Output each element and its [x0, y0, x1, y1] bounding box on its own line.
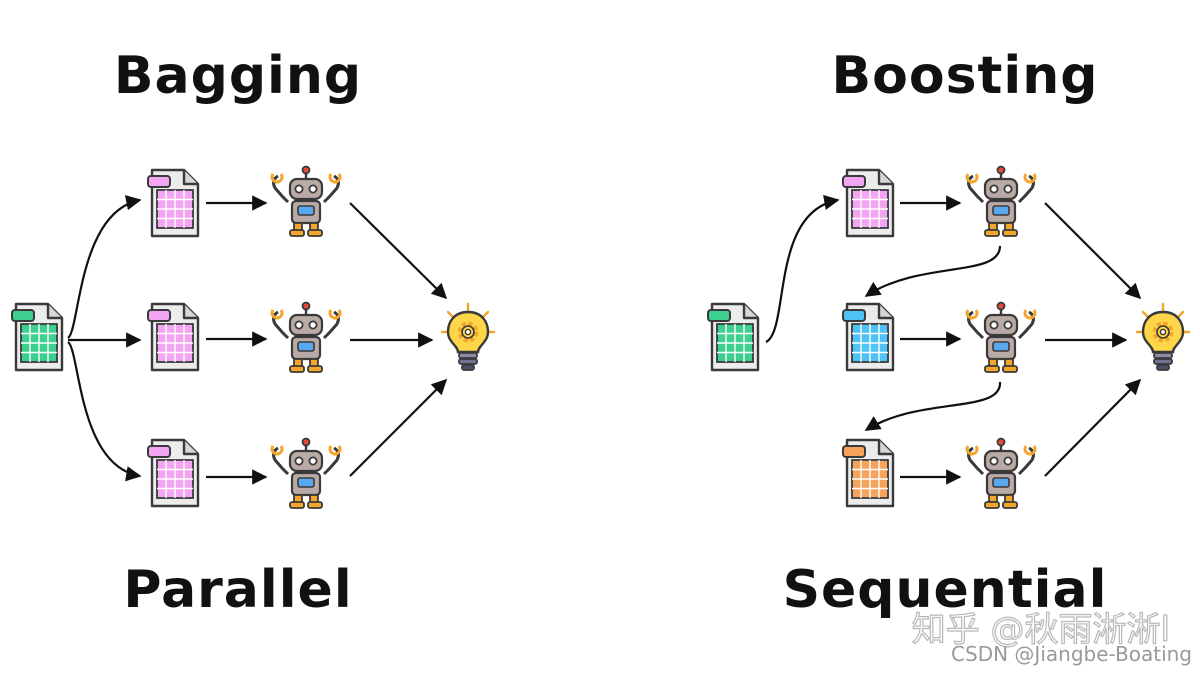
model-3-robot-icon — [270, 437, 342, 510]
zhihu-watermark: 知乎 @秋雨淅淅l — [911, 609, 1170, 650]
model-3-robot-icon — [965, 437, 1037, 510]
input-arrow — [765, 194, 840, 343]
bootstrap-sample-1-spreadsheet-icon — [146, 168, 200, 238]
bootstrap-sample-3-spreadsheet-icon — [146, 438, 200, 508]
fan-out-arrow-bottom — [67, 341, 142, 482]
aggregate-prediction-lightbulb-gear-icon — [442, 304, 494, 370]
weighted-sample-3-spreadsheet-icon — [841, 438, 895, 508]
weighted-sample-2-spreadsheet-icon — [841, 302, 895, 372]
bagging-diagram — [10, 165, 494, 510]
weighted-sample-1-spreadsheet-icon — [841, 168, 895, 238]
model-1-robot-icon — [965, 165, 1037, 238]
fan-out-arrow-top — [67, 195, 142, 339]
boosting-diagram — [706, 165, 1189, 510]
bagging-title: Bagging — [113, 46, 363, 106]
sequential-label: Sequential — [782, 560, 1108, 620]
csdn-watermark: CSDN @Jiangbe-Boating — [951, 642, 1192, 666]
source-dataset-spreadsheet-icon — [706, 302, 760, 372]
model-1-robot-icon — [270, 165, 342, 238]
source-dataset-spreadsheet-icon — [10, 302, 64, 372]
aggregate-arrow-1 — [349, 202, 448, 300]
combine-arrow-1 — [1044, 202, 1142, 300]
parallel-label: Parallel — [123, 560, 353, 620]
reweight-arrow-1 — [864, 245, 1002, 297]
combine-arrow-3 — [1044, 378, 1142, 477]
boosting-title: Boosting — [831, 46, 1099, 106]
model-2-robot-icon — [270, 301, 342, 374]
final-prediction-lightbulb-gear-icon — [1137, 304, 1189, 370]
model-2-robot-icon — [965, 301, 1037, 374]
reweight-arrow-2 — [864, 381, 1002, 431]
aggregate-arrow-3 — [349, 378, 448, 477]
bootstrap-sample-2-spreadsheet-icon — [146, 302, 200, 372]
